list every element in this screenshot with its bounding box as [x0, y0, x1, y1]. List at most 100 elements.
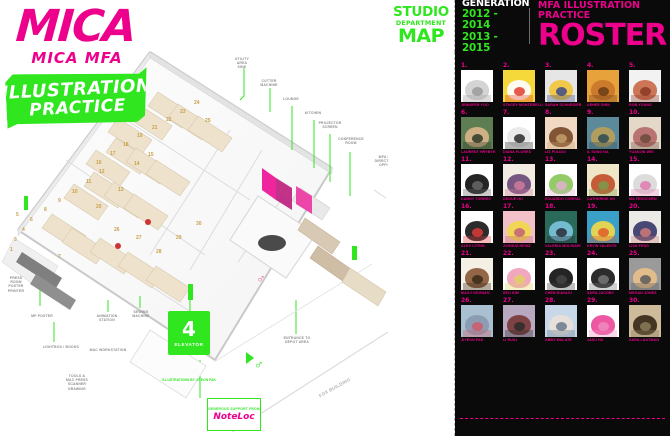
roster-entry-thumbnail[interactable]: [545, 70, 577, 102]
elevator-sign: 4 ELEVATOR: [168, 311, 210, 355]
desk-number: 8: [44, 207, 47, 213]
roster-entry[interactable]: 18.VALERIA MOLINARI: [544, 203, 585, 249]
roster-entry-name: LAURENT HRYBYK: [461, 150, 496, 154]
roster-entry-thumbnail[interactable]: [587, 258, 619, 290]
header-divider: [529, 8, 530, 44]
roster-entry-number: 19.: [587, 203, 598, 210]
roster-entry-thumbnail[interactable]: [461, 70, 493, 102]
desk-number: 22: [166, 117, 172, 123]
roster-entry[interactable]: 10.YUANJIN WEI: [628, 109, 669, 155]
roster-entry-thumbnail[interactable]: [461, 258, 493, 290]
roster-entry-thumbnail[interactable]: [587, 117, 619, 149]
roster-entry-thumbnail[interactable]: [461, 211, 493, 243]
desk-number: 23: [180, 109, 186, 115]
roster-entry-thumbnail[interactable]: [503, 211, 535, 243]
roster-entry[interactable]: 21.MAILY DEGNAN: [460, 250, 501, 296]
roster-entry-thumbnail[interactable]: [503, 117, 535, 149]
roster-entry-thumbnail[interactable]: [629, 117, 661, 149]
desk-number: 15: [148, 152, 154, 158]
roster-entry[interactable]: 3.SARAH SCHNEIDER: [544, 62, 585, 108]
desk-number: 18: [123, 142, 129, 148]
roster-entry-name: LI RUILI: [503, 338, 518, 342]
roster-entry[interactable]: 25.MEGAN JONES: [628, 250, 669, 296]
roster-entry-number: 14.: [587, 156, 598, 163]
roster-entry[interactable]: 15.MA FENGCHEN: [628, 156, 669, 202]
generation-year-2: 2013 - 2015: [462, 30, 498, 54]
roster-entry[interactable]: 29.JASU HU: [586, 297, 627, 343]
roster-entry[interactable]: 5.ROB YOUNG: [628, 62, 669, 108]
roster-entry[interactable]: 7.DIANA FLORES: [502, 109, 543, 155]
studio-map-panel: 24 23 22 21 25 19 18 17 16 15 14 12 11 1…: [1, 1, 388, 433]
roster-entry[interactable]: 13.EDUARDO CORRAL: [544, 156, 585, 202]
illustration-credit: ILLUSTRATIONS BY JIYEON PAK: [162, 378, 216, 382]
roster-entry[interactable]: 14.CATHERINE HO: [586, 156, 627, 202]
roster-entry-number: 4.: [587, 62, 594, 69]
roster-entry[interactable]: 24.SARA JACOBY: [586, 250, 627, 296]
roster-entry-name: SARA JACOBY: [587, 291, 615, 295]
roster-entry-number: 21.: [461, 250, 472, 257]
roster-entry-thumbnail[interactable]: [587, 305, 619, 337]
roster-entry[interactable]: 6.LAURENT HRYBYK: [460, 109, 501, 155]
roster-entry-thumbnail[interactable]: [545, 258, 577, 290]
roster-entry[interactable]: 26.JIYEON PAK: [460, 297, 501, 343]
generation-block: GENERATION 2012 - 2014 2013 - 2015: [455, 0, 530, 55]
roster-entry[interactable]: 11. DANNY TORRES: [460, 156, 501, 202]
roster-entry[interactable]: 20.LISK FENG: [628, 203, 669, 249]
roster-entry-thumbnail[interactable]: [545, 164, 577, 196]
roster-entry[interactable]: 23.CHEN DIANLIU: [544, 250, 585, 296]
roster-entry-thumbnail[interactable]: [503, 70, 535, 102]
roster-entry-thumbnail[interactable]: [629, 211, 661, 243]
roster-entry-number: 20.: [629, 203, 640, 210]
roster-entry-thumbnail[interactable]: [503, 164, 535, 196]
roster-entry[interactable]: 19.KEVIN VALENTE: [586, 203, 627, 249]
roster-entry-thumbnail[interactable]: [587, 70, 619, 102]
map-label: CUTTER MACHINE: [260, 79, 278, 88]
map-label: MFA ILP DIRECTOR'S OFFICE: [374, 155, 388, 168]
roster-entry-number: 9.: [587, 109, 594, 116]
roster-entry[interactable]: 8.LIZ PULIDO: [544, 109, 585, 155]
roster-entry-thumbnail[interactable]: [629, 305, 661, 337]
roster-entry[interactable]: 2.STACEY MONTEBELLO: [502, 62, 543, 108]
roster-entry-number: 27.: [503, 297, 514, 304]
roster-entry-thumbnail[interactable]: [629, 164, 661, 196]
roster-entry-number: 23.: [545, 250, 556, 257]
roster-entry[interactable]: 27. LI RUILI: [502, 297, 543, 343]
roster-entry-thumbnail[interactable]: [461, 164, 493, 196]
roster-entry-thumbnail[interactable]: [629, 70, 661, 102]
roster-entry-name: JIYEON PAK: [461, 338, 484, 342]
roster-entry-thumbnail[interactable]: [461, 305, 493, 337]
roster-entry[interactable]: 12.DEGUE HU: [502, 156, 543, 202]
roster-entry-thumbnail[interactable]: [545, 305, 577, 337]
roster-entry[interactable]: 30.SARA LAUTMAN: [628, 297, 669, 343]
roster-entry-thumbnail[interactable]: [503, 258, 535, 290]
roster-entry[interactable]: 22.SEO KIM: [502, 250, 543, 296]
mica-wordmark: MICA: [14, 1, 137, 52]
map-label: TOOLS & MAC PRESS SCANNER DRAWING: [66, 374, 88, 391]
roster-entry-thumbnail[interactable]: [503, 305, 535, 337]
floorplan-svg: [1, 51, 388, 433]
roster-entry-thumbnail[interactable]: [587, 211, 619, 243]
roster-entry-number: 11.: [461, 156, 472, 163]
roster-entry-thumbnail[interactable]: [629, 258, 661, 290]
roster-entry[interactable]: 28.ABBY MALATE: [544, 297, 585, 343]
isometric-floorplan: 24 23 22 21 25 19 18 17 16 15 14 12 11 1…: [1, 51, 388, 433]
desk-number: 10: [72, 189, 78, 195]
roster-entry-thumbnail[interactable]: [545, 211, 577, 243]
map-label: KITCHEN: [304, 111, 322, 115]
roster-entry-name: DANNY TORRES: [461, 197, 491, 201]
roster-entry-thumbnail[interactable]: [545, 117, 577, 149]
roster-entry-thumbnail[interactable]: [587, 164, 619, 196]
map-label: UTILITY AREA SINK: [234, 57, 250, 70]
desk-number: 6: [30, 217, 33, 223]
roster-entry-name: ABBY MALATE: [545, 338, 572, 342]
roster-entry[interactable]: 17.JOSHUA HEINZ: [502, 203, 543, 249]
desk-number: 26: [114, 227, 120, 233]
roster-entry[interactable]: 1.JENNIFER YOO: [460, 62, 501, 108]
roster-entry[interactable]: 4.AEHEE SHIN: [586, 62, 627, 108]
roster-entry[interactable]: 9.IL SUNG NA: [586, 109, 627, 155]
roster-entry[interactable]: 16.ALEX CITRIN: [460, 203, 501, 249]
roster-entry-thumbnail[interactable]: [461, 117, 493, 149]
roster-entry-name: STACEY MONTEBELLO: [503, 103, 543, 107]
